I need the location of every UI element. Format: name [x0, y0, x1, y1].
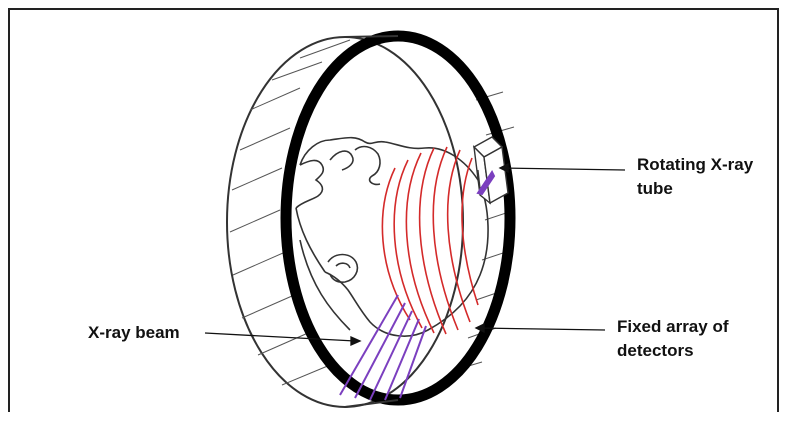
beam-arrow-head [351, 337, 360, 345]
tube-arrow-line [502, 168, 625, 170]
label-fixed-detectors: Fixed array of detectors [617, 315, 729, 363]
scan-waves [382, 147, 478, 334]
scanner-back-rim [227, 37, 463, 407]
label-beam-text: X-ray beam [88, 321, 180, 345]
label-detectors-line2: detectors [617, 339, 729, 363]
label-tube-line1: Rotating X-ray [637, 153, 753, 177]
callout-arrows [205, 164, 625, 345]
label-xray-beam: X-ray beam [88, 321, 180, 345]
label-detectors-line1: Fixed array of [617, 315, 729, 339]
label-rotating-xray-tube: Rotating X-ray tube [637, 153, 753, 201]
scanner-front-ring [286, 36, 510, 400]
beam-arrow-line [205, 333, 355, 341]
detectors-arrow-line [478, 328, 605, 330]
label-tube-line2: tube [637, 177, 753, 201]
